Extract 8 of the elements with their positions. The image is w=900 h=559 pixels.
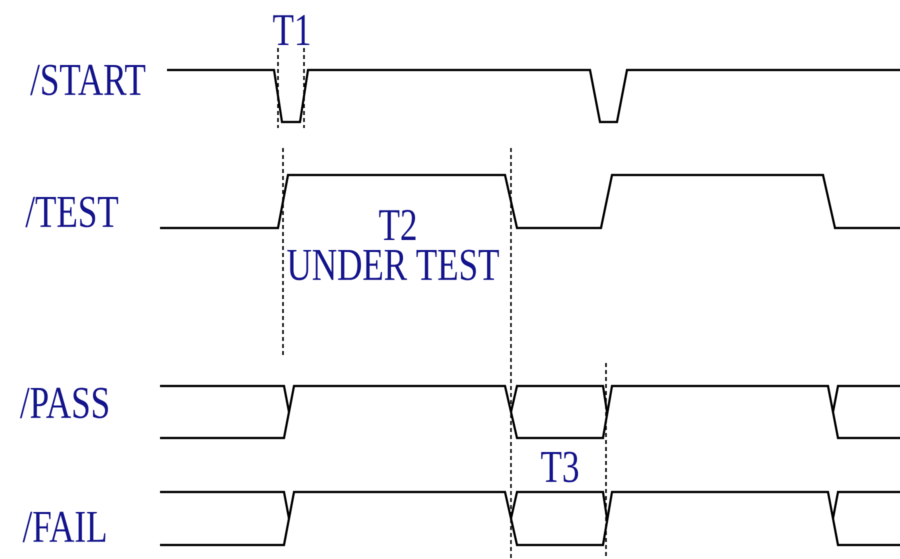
timing-label: T1 — [273, 14, 310, 46]
timing-label: UNDER TEST — [287, 250, 499, 280]
signal-label: /PASS — [20, 388, 108, 418]
signal-label: /TEST — [25, 196, 118, 228]
signal-label: /START — [30, 64, 146, 96]
timing-label: T3 — [541, 452, 578, 482]
timing-label: T2 — [379, 210, 416, 240]
signal-label: /FAIL — [22, 512, 106, 542]
